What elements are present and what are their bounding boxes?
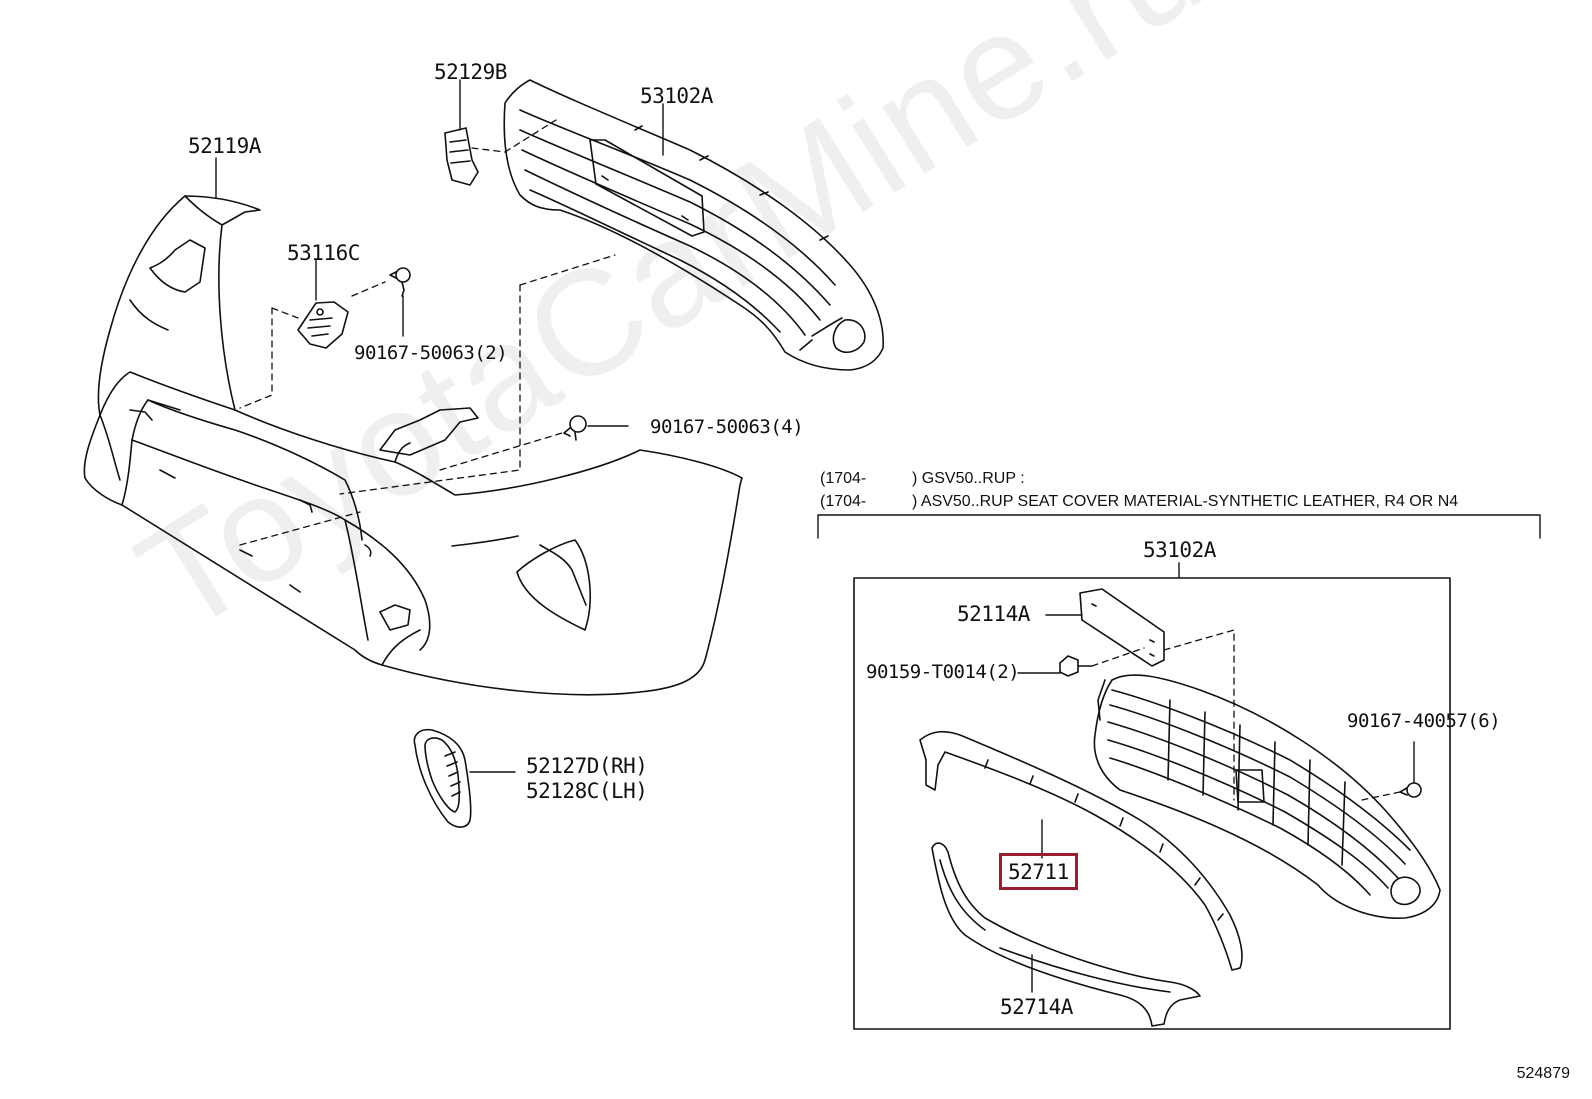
inset-range-bracket bbox=[817, 514, 1541, 579]
bumper-cover-drawing bbox=[83, 195, 743, 696]
label-52114A: 52114A bbox=[957, 602, 1030, 626]
bracket-53116C-drawing bbox=[297, 301, 349, 349]
label-90167-50063-2: 90167-50063(2) bbox=[354, 342, 508, 364]
leader-lines-left bbox=[215, 79, 664, 773]
bracket-52129B-drawing bbox=[444, 127, 479, 186]
note-line1-text: ) GSV50..RUP : bbox=[912, 470, 1025, 487]
label-90167-40057: 90167-40057(6) bbox=[1347, 710, 1501, 732]
note-line2-date: (1704- bbox=[820, 493, 867, 510]
note-line1-date: (1704- bbox=[820, 470, 867, 487]
clip-90167-40057-drawing bbox=[1399, 782, 1422, 798]
moulding-52711-drawing bbox=[919, 730, 1243, 971]
upper-grille-drawing bbox=[503, 79, 884, 371]
label-90159-T0014: 90159-T0014(2) bbox=[866, 661, 1020, 683]
label-90167-50063-4: 90167-50063(4) bbox=[650, 416, 804, 438]
label-53116C: 53116C bbox=[287, 241, 360, 265]
diagram-code: 524879 bbox=[1516, 1065, 1570, 1082]
dashed-guides-inset bbox=[1091, 629, 1401, 801]
label-52127D-RH: 52127D(RH) bbox=[526, 754, 648, 778]
moulding-52714A-drawing bbox=[931, 842, 1201, 1027]
inset-box bbox=[853, 577, 1451, 1030]
label-52128C-LH: 52128C(LH) bbox=[526, 779, 648, 803]
clip-90167-50063-top-drawing bbox=[389, 267, 411, 297]
bolt-90159-drawing bbox=[1059, 655, 1093, 677]
label-52129B: 52129B bbox=[434, 60, 507, 84]
label-52711-highlighted[interactable]: 52711 bbox=[999, 853, 1078, 890]
label-53102A-top: 53102A bbox=[640, 84, 713, 108]
clip-90167-50063-mid-drawing bbox=[563, 415, 587, 441]
label-52714A: 52714A bbox=[1000, 995, 1073, 1019]
fog-cover-drawing bbox=[413, 728, 472, 828]
label-53102A-box: 53102A bbox=[1143, 538, 1216, 562]
leader-lines-inset bbox=[1017, 614, 1415, 993]
plate-52114A-drawing bbox=[1079, 588, 1165, 667]
label-52119A: 52119A bbox=[188, 134, 261, 158]
lower-grille-drawing bbox=[1093, 674, 1441, 919]
note-line2-text: ) ASV50..RUP SEAT COVER MATERIAL-SYNTHET… bbox=[912, 493, 1459, 510]
dashed-guides-left bbox=[239, 119, 616, 546]
